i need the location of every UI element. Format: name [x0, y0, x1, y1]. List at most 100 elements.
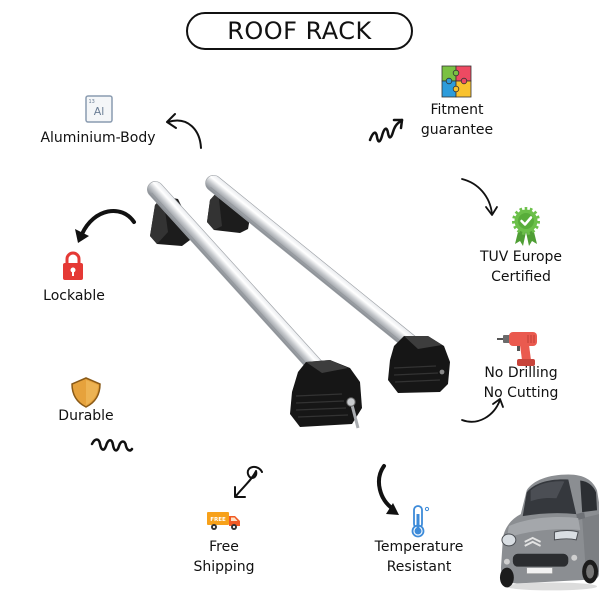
- foot-front-left: [290, 360, 362, 427]
- element-symbol: Al: [94, 105, 105, 118]
- car-wheel-hub: [586, 564, 595, 579]
- key-blade: [350, 404, 360, 429]
- arrow-line: [167, 119, 202, 149]
- shield-highlight: [86, 380, 98, 405]
- thermometer-mercury: [416, 514, 420, 530]
- arrow-to-free-shipping: [234, 466, 263, 498]
- feature-temperature-resistant: Temperature Resistant: [354, 537, 484, 577]
- lock-cylinder: [439, 369, 445, 375]
- foot-front-left-cap: [306, 360, 348, 373]
- free-shipping-truck-icon: FREE: [207, 512, 240, 530]
- lock-keyhole: [70, 267, 76, 273]
- feature-no-drilling: No Drilling No Cutting: [456, 363, 586, 403]
- thermometer-mercury-bulb: [414, 527, 422, 535]
- foot-rear-left: [150, 196, 192, 246]
- bar-right-groove: [210, 186, 430, 365]
- foot-front-right-body: [388, 336, 450, 393]
- puzzle-icon: [441, 65, 472, 98]
- foot-rear-right: [207, 191, 250, 233]
- arrow-line: [377, 464, 395, 511]
- feature-fitment-guarantee: Fitment guarantee: [392, 100, 522, 140]
- truck-cargo: [207, 512, 229, 525]
- arrow-head: [166, 113, 177, 129]
- aluminium-element-icon: 13 Al: [85, 95, 113, 123]
- foot-front-right-rib: [394, 379, 441, 383]
- feature-label-line-2: guarantee: [420, 122, 494, 138]
- lock-keyhole-slot: [72, 271, 74, 276]
- truck-free-text: FREE: [210, 517, 226, 523]
- arrow-to-aluminium: [166, 113, 202, 149]
- thermometer-icon: [411, 505, 430, 538]
- drill-trigger: [517, 346, 520, 351]
- car-shadow: [505, 582, 598, 591]
- feature-label-line-2: Resistant: [386, 559, 452, 575]
- feature-label-line-1: Temperature: [374, 539, 464, 555]
- arrow-to-lockable: [75, 209, 136, 243]
- car-hood: [506, 516, 581, 538]
- foot-rear-left-body: [150, 196, 192, 246]
- arrow-line: [80, 209, 136, 236]
- truck-wheel-hub: [232, 525, 236, 529]
- foot-rear-right-side: [207, 191, 222, 230]
- car-fog-light: [503, 558, 510, 565]
- car-headlight-right: [553, 530, 579, 541]
- arrow-to-tuv: [461, 178, 498, 216]
- key-head: [346, 397, 356, 407]
- bar-left: [147, 181, 333, 386]
- arrow-line: [90, 438, 134, 452]
- puzzle-knob: [452, 69, 460, 77]
- foot-rear-left-side: [150, 196, 168, 244]
- element-number: 13: [89, 99, 95, 105]
- car-mirror: [576, 512, 586, 521]
- car-side-panel: [582, 514, 599, 576]
- arrow-head: [234, 486, 246, 498]
- feature-durable: Durable: [21, 406, 151, 426]
- arrow-from-durable: [90, 438, 134, 452]
- puzzle-knob: [445, 77, 453, 85]
- feature-label: Durable: [58, 408, 114, 424]
- car-wheel-front: [499, 567, 514, 588]
- arrow-head: [386, 503, 399, 515]
- car-emblem: [524, 540, 542, 547]
- feature-lockable: Lockable: [9, 286, 139, 306]
- drill-icon: [497, 332, 537, 366]
- car-emblem: [524, 536, 542, 543]
- foot-front-right-cap: [404, 336, 442, 349]
- bar-left-groove: [151, 192, 327, 386]
- feature-label-line-2: No Cutting: [483, 385, 559, 401]
- lock-icon: [63, 251, 83, 280]
- bar-right: [205, 174, 435, 365]
- drill-handle: [520, 345, 531, 360]
- foot-front-right-rib: [393, 365, 437, 369]
- foot-front-left-rib: [297, 414, 349, 418]
- feature-label-line-2: Shipping: [193, 559, 255, 575]
- feature-label-line-1: Free: [209, 539, 239, 555]
- car-photo: [499, 474, 599, 591]
- car-headlight-left: [501, 533, 517, 547]
- certified-badge-icon: [512, 207, 540, 246]
- arrow-to-temperature: [377, 464, 399, 515]
- page-title: ROOF RACK: [186, 12, 413, 50]
- foot-front-left-rib: [295, 393, 343, 397]
- drill-battery: [517, 359, 535, 366]
- car-windshield-reflection: [530, 481, 565, 502]
- feature-label-line-1: No Drilling: [484, 365, 558, 381]
- puzzle-knob: [452, 85, 460, 93]
- truck-wheel-hub: [212, 525, 216, 529]
- arrow-head: [485, 206, 498, 216]
- foot-front-left-rib: [295, 400, 345, 404]
- arrow-head: [75, 229, 89, 243]
- lock-shackle: [65, 251, 81, 264]
- foot-front-left-body: [290, 360, 362, 427]
- bar-left-tube: [147, 181, 333, 385]
- drill-body: [509, 332, 537, 346]
- car-fog-light: [571, 554, 578, 561]
- foot-front-left-rib: [295, 407, 347, 411]
- check-icon: [520, 216, 533, 226]
- arrow-line: [461, 399, 501, 423]
- lock-key: [346, 397, 360, 429]
- feature-free-shipping: Free Shipping: [159, 537, 289, 577]
- feature-label: Aluminium-Body: [40, 130, 156, 146]
- bar-right-tube: [205, 174, 435, 364]
